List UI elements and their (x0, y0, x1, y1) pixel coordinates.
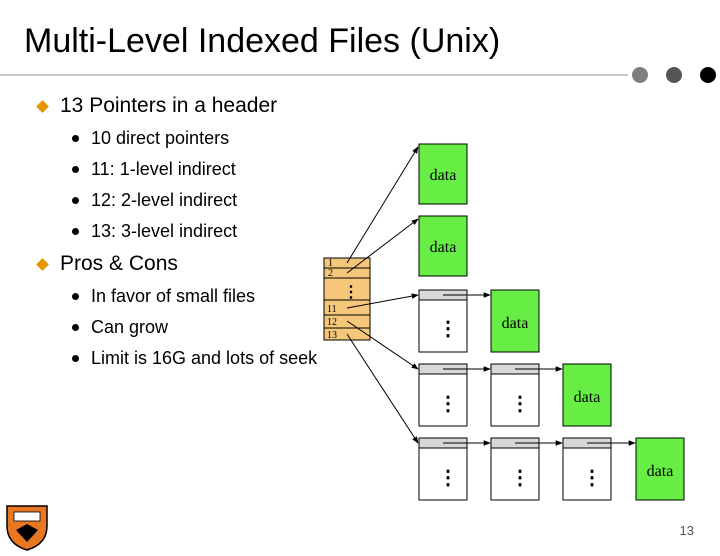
dot-bullet-icon (72, 355, 79, 362)
direct-data-block-2: data (418, 215, 468, 277)
arrow-ptr11 (346, 293, 419, 309)
sub-bullet-text: 13: 3-level indirect (91, 221, 238, 241)
ellipsis: ⋮ (438, 467, 458, 489)
single-indirect-block: ⋮ (418, 289, 468, 353)
bullet-text: Pros & Cons (60, 252, 178, 275)
arrow-ptr13 (346, 333, 419, 444)
header-label-11: 11 (327, 304, 337, 315)
page-number: 13 (679, 523, 694, 538)
decor-dot-2 (666, 67, 682, 83)
ellipsis: ⋮ (582, 467, 602, 489)
sub-bullet-text: Can grow (91, 317, 169, 337)
header-block (323, 257, 371, 341)
header-label-12: 12 (327, 317, 337, 328)
triple-indirect-level-2: ⋮ (490, 437, 540, 501)
arrow-ptr2 (346, 218, 419, 274)
header-label-2: 2 (328, 268, 333, 279)
sub-bullet-text: 11: 1-level indirect (91, 159, 236, 179)
title-rule (0, 74, 628, 76)
sub-bullet: Can grow (36, 316, 326, 338)
data-label: data (502, 315, 529, 332)
dot-bullet-icon (72, 228, 79, 235)
sub-bullet: 11: 1-level indirect (36, 158, 326, 180)
sub-bullet-text: Limit is 16G and lots of seek (91, 348, 318, 368)
header-label-13: 13 (327, 330, 337, 341)
bullet-list: 13 Pointers in a header 10 direct pointe… (36, 93, 326, 378)
sub-bullet: In favor of small files (36, 285, 326, 307)
bullet-pros-cons: Pros & Cons (36, 251, 326, 277)
arrow-ptr12 (346, 320, 419, 370)
sub-bullet-text: In favor of small files (91, 286, 256, 306)
ellipsis: ⋮ (438, 393, 458, 415)
dot-bullet-icon (72, 324, 79, 331)
inode-header: 1 2 ⋮ 11 12 13 (323, 257, 371, 341)
arrow-ptr1 (346, 146, 419, 264)
decor-dot-3 (700, 67, 716, 83)
sub-bullet-text: 10 direct pointers (91, 128, 230, 148)
sub-bullet: Limit is 16G and lots of seek (36, 347, 331, 369)
header-ellipsis: ⋮ (343, 284, 359, 301)
data-label: data (647, 463, 674, 480)
sub-bullet: 10 direct pointers (36, 127, 326, 149)
double-indirect-data: data (562, 363, 612, 427)
dot-bullet-icon (72, 197, 79, 204)
data-label: data (574, 389, 601, 406)
dot-bullet-icon (72, 135, 79, 142)
bullet-pointers: 13 Pointers in a header (36, 93, 326, 119)
ellipsis: ⋮ (510, 467, 530, 489)
data-label: data (430, 239, 457, 256)
header-label-1: 1 (328, 258, 333, 269)
sub-bullet: 12: 2-level indirect (36, 189, 326, 211)
page-title: Multi-Level Indexed Files (Unix) (24, 22, 501, 60)
direct-data-block-1: data (418, 143, 468, 205)
bullet-text: 13 Pointers in a header (60, 94, 278, 117)
decor-dot-1 (632, 67, 648, 83)
sub-bullet-text: 12: 2-level indirect (91, 190, 238, 210)
triple-indirect-data: data (635, 437, 685, 501)
double-indirect-level-1: ⋮ (418, 363, 468, 427)
princeton-shield-logo (6, 505, 48, 551)
ellipsis: ⋮ (438, 318, 458, 340)
data-label: data (430, 167, 457, 184)
dot-bullet-icon (72, 293, 79, 300)
sub-bullet: 13: 3-level indirect (36, 220, 326, 242)
dot-bullet-icon (72, 166, 79, 173)
triple-indirect-level-3: ⋮ (562, 437, 612, 501)
single-indirect-data: data (490, 289, 540, 353)
pointer-arrows (346, 146, 636, 446)
ellipsis: ⋮ (510, 393, 530, 415)
triple-indirect-level-1: ⋮ (418, 437, 468, 501)
double-indirect-level-2: ⋮ (490, 363, 540, 427)
